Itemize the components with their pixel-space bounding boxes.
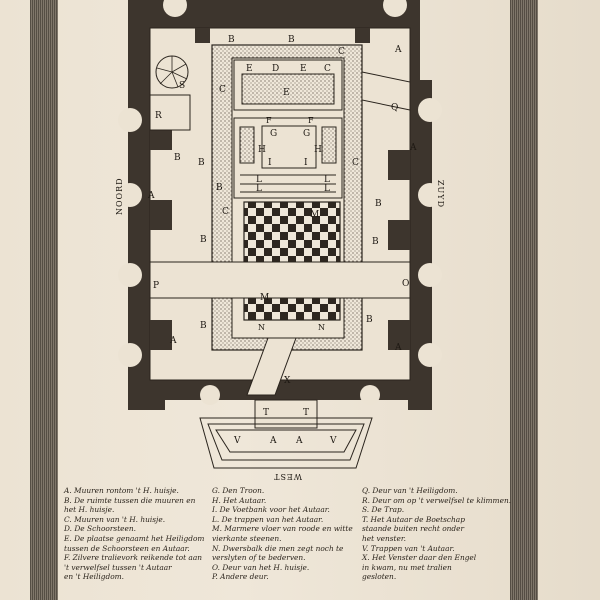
plan-letter-i-1: I [268, 158, 272, 168]
legend-entry: F. Zilvere tralievork reikende tot aan [64, 553, 202, 563]
legend-entry: R. Deur om op 't verwelfsel te klimmen. [362, 495, 512, 505]
plan-letter-a-steps-2: A [295, 436, 303, 446]
legend-entry: het H. huisje. [64, 505, 115, 515]
legend-entry: C. Muuren van 't H. huisje. [64, 514, 166, 524]
plan-letter-c-left: C [219, 85, 226, 95]
plan-letter-b-top: B [228, 35, 235, 45]
plan-letter-f-1: F [266, 116, 272, 125]
legend-entry: staande buiten recht onder [362, 524, 465, 534]
compass-south: ZUYD [436, 180, 445, 208]
plan-letter-f-2: F [308, 116, 314, 125]
legend-entry: O. Deur van het H. huisje. [212, 562, 310, 572]
legend-entry: 't verwelfsel tussen 't Autaar [64, 562, 172, 572]
plan-letter-b-left-3: B [200, 235, 207, 245]
plan-letter-l-2: L [324, 175, 330, 185]
window-passage [246, 337, 297, 396]
plan-letter-a-left: A [147, 191, 155, 201]
legend-entry: P. Andere deur. [212, 572, 269, 582]
plan-letter-e-1: E [246, 64, 253, 74]
plan-letter-h-2: H [314, 145, 322, 155]
marble-floor [243, 201, 341, 321]
plan-letter-c-e: C [324, 64, 331, 74]
legend-entry: vierkante steenen. [212, 533, 282, 543]
compass-west: WEST [273, 472, 302, 481]
plan-letter-b-left-2: B [216, 183, 223, 193]
legend-entry: A. Muuren rontom 't H. huisje. [64, 486, 179, 495]
plan-letter-s: S [179, 81, 185, 91]
plan-letter-a-bottom-right: A [394, 343, 402, 353]
plan-letter-n-1: N [258, 323, 265, 332]
altar-steps [199, 417, 373, 469]
wall-niches [118, 0, 442, 405]
plan-letter-g-2: G [303, 129, 310, 139]
legend-column-3: Q. Deur van 't Heiligdom. R. Deur om op … [362, 486, 512, 582]
legend-entry: H. Het Autaar. [212, 495, 267, 505]
legend-entry: verslyten of te bederven. [212, 553, 306, 563]
plan-letter-o: O [402, 279, 409, 289]
plan-letter-b-left-4: B [174, 153, 181, 163]
right-hatched-border [510, 0, 538, 600]
legend-entry: Q. Deur van 't Heiligdom. [362, 486, 458, 495]
plan-letter-t-1: T [263, 408, 269, 418]
plan-letter-x: X [284, 376, 291, 386]
legend-entry: gesloten. [362, 572, 397, 582]
legend-entry: T. Het Autaar de Boetschap [362, 514, 465, 524]
plan-letter-h-1: H [258, 145, 266, 155]
plan-letter-b-left-1: B [198, 158, 205, 168]
legend-entry: V. Trappen van 't Autaar. [362, 543, 455, 553]
plan-letter-v-1: V [233, 436, 241, 446]
door-passage [149, 261, 411, 299]
plan-letter-g-1: G [270, 129, 277, 139]
plan-letter-n-2: N [318, 323, 325, 332]
legend-entry: B. De ruimte tussen die muuren en [64, 495, 196, 505]
legend-entry: S. De Trap. [362, 505, 405, 515]
plan-letter-b-bottom: B [200, 321, 207, 331]
legend-column-2: G. Den Troon. H. Het Autaar. I. De Voetb… [212, 486, 362, 582]
legend-entry: in kwam, nu met tralien [362, 562, 452, 572]
plan-letter-b-right-2: B [372, 237, 379, 247]
legend-entry: G. Den Troon. [212, 486, 265, 495]
plan-letter-l-3: L [256, 184, 262, 194]
plan-letter-b-right-1: B [375, 199, 382, 209]
plan-letter-a-bottom: A [169, 336, 177, 346]
plan-letter-b-bottom-right: B [366, 315, 373, 325]
legend-entry: E. De plaatse genaamt het Heiligdom [64, 533, 205, 543]
plan-letter-m-1: M [310, 210, 319, 220]
plan-letter-a-top: A [394, 45, 402, 55]
legend-entry: I. De Voetbank voor het Autaar. [212, 505, 330, 515]
plan-letter-e-2: E [300, 64, 307, 74]
plan-letter-v-2: V [329, 436, 337, 446]
legend-entry: het venster. [362, 533, 406, 543]
legend-entry: L. De trappen van het Autaar. [212, 514, 324, 524]
plan-letter-d: D [272, 64, 279, 74]
legend-entry: D. De Schoorsteen. [64, 524, 137, 534]
legend-entry: en 't Heiligdom. [64, 572, 125, 582]
plan-letter-q: Q [391, 103, 398, 113]
compass-north: NOORD [115, 177, 124, 215]
plan-letter-m-2: M [260, 293, 269, 303]
plan-letter-e-3: E [283, 88, 290, 98]
left-hatched-border [30, 0, 58, 600]
legend-column-1: A. Muuren rontom 't H. huisje. B. De rui… [64, 486, 214, 582]
plan-letter-c-left-2: C [222, 207, 229, 217]
plan-letter-p: P [153, 281, 159, 291]
legend-entry: tussen de Schoorsteen en Autaar. [64, 543, 190, 553]
plan-letter-l-1: L [256, 175, 262, 185]
plan-letter-r: R [155, 111, 162, 121]
plan-letter-t-2: T [303, 408, 309, 418]
plan-letter-c-right: C [352, 158, 359, 168]
legend-entry: X. Het Venster daar den Engel [362, 553, 477, 563]
plan-letter-a-right: A [409, 143, 417, 153]
plan-letter-b-top-2: B [288, 35, 295, 45]
legend-entry: M. Marmere vloer van roode en witte [212, 524, 353, 534]
plan-letter-l-4: L [324, 184, 330, 194]
plan-letter-c-top: C [338, 47, 345, 57]
legend: A. Muuren rontom 't H. huisje. B. De rui… [64, 486, 512, 598]
plan-letter-a-steps-1: A [269, 436, 277, 446]
plan-letter-i-2: I [304, 158, 308, 168]
legend-entry: N. Dwersbalk die men zegt noch te [212, 543, 344, 553]
